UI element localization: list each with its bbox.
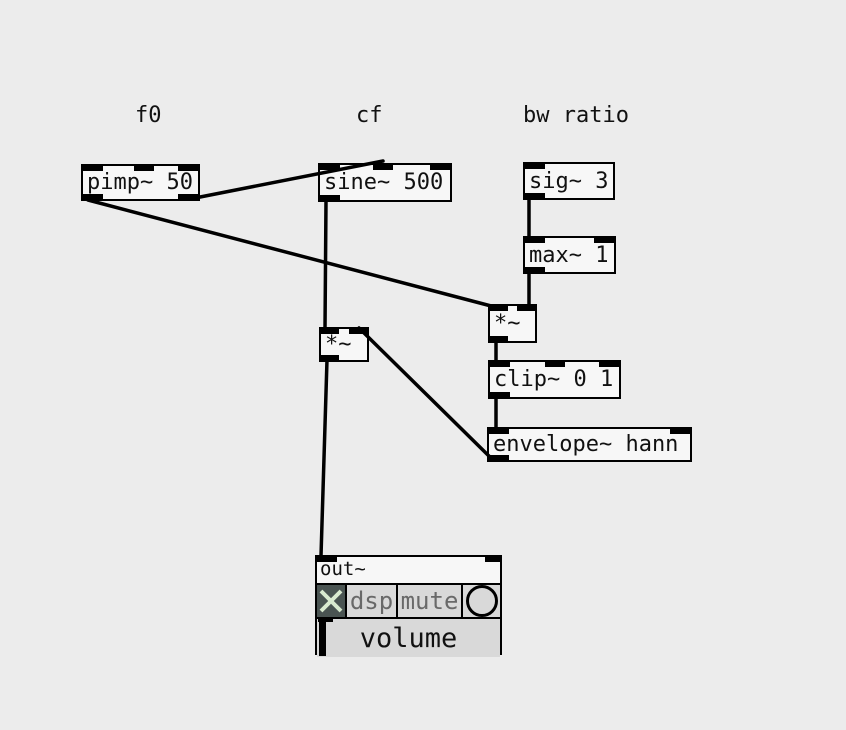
mute-button[interactable]: mute (398, 585, 463, 617)
outlet[interactable] (320, 195, 340, 200)
outlet[interactable] (490, 336, 508, 341)
inlet[interactable] (517, 306, 535, 311)
inlet[interactable] (83, 166, 103, 171)
object-text: clip~ 0 1 (494, 367, 614, 392)
inlet[interactable] (490, 362, 510, 367)
mute-button-label: mute (400, 587, 459, 615)
toggle-x-icon (319, 589, 343, 613)
object-text: max~ 1 (529, 242, 609, 268)
inlet[interactable] (373, 165, 393, 170)
cord-envelope-to-mulleft[interactable] (357, 326, 494, 461)
inlet[interactable] (178, 166, 198, 171)
object-box-envelope[interactable]: envelope~ hann (487, 427, 692, 462)
inlet[interactable] (525, 164, 545, 169)
inlet[interactable] (594, 238, 614, 243)
object-text: *~ (494, 311, 521, 336)
inlet[interactable] (320, 165, 340, 170)
outlet[interactable] (525, 193, 545, 198)
bang-cell (463, 585, 500, 617)
object-text: sig~ 3 (529, 168, 609, 194)
outlet[interactable] (525, 267, 545, 272)
inlet[interactable] (321, 329, 339, 334)
cord-pimp-to-sine[interactable] (188, 159, 385, 201)
cord-sine-to-mulleft[interactable] (323, 199, 328, 331)
inlet[interactable] (430, 165, 450, 170)
out-subpatch-panel[interactable]: out~ dsp mute volume (315, 555, 502, 657)
object-box-clip[interactable]: clip~ 0 1 (488, 360, 621, 399)
object-box-multiply-left[interactable]: *~ (319, 327, 369, 362)
outlet[interactable] (318, 617, 333, 622)
volume-slider[interactable]: volume (317, 619, 500, 657)
cord-mulleft-to-out[interactable] (319, 358, 329, 558)
inlet[interactable] (317, 557, 337, 562)
volume-slider-label: volume (359, 622, 458, 654)
inlet[interactable] (349, 329, 367, 334)
outlet[interactable] (490, 392, 510, 397)
object-box-sig[interactable]: sig~ 3 (523, 162, 615, 200)
object-text: *~ (325, 332, 352, 357)
inlet[interactable] (489, 429, 509, 434)
object-box-sine[interactable]: sine~ 500 (318, 163, 452, 202)
dsp-toggle[interactable] (317, 585, 347, 617)
volume-slider-knob[interactable] (319, 620, 326, 656)
outlet[interactable] (178, 194, 198, 199)
object-text: sine~ 500 (324, 170, 444, 195)
inlet[interactable] (545, 362, 565, 367)
cord-pimp-to-mulright[interactable] (86, 198, 497, 309)
dsp-button[interactable]: dsp (347, 585, 398, 617)
comment-f0: f0 (135, 103, 162, 128)
bang-button[interactable] (465, 585, 498, 617)
object-text: pimp~ 50 (87, 170, 193, 195)
object-box-max[interactable]: max~ 1 (523, 236, 616, 274)
dsp-button-label: dsp (349, 587, 394, 615)
object-box-pimp[interactable]: pimp~ 50 (81, 164, 200, 201)
out-button-row: dsp mute (317, 585, 500, 619)
outlet[interactable] (489, 455, 509, 460)
inlet[interactable] (525, 238, 545, 243)
out-subpatch-title: out~ (317, 557, 500, 585)
inlet[interactable] (134, 166, 154, 171)
inlet[interactable] (670, 429, 690, 434)
inlet[interactable] (490, 306, 508, 311)
outlet[interactable] (321, 355, 339, 360)
object-box-multiply-right[interactable]: *~ (488, 304, 537, 343)
outlet[interactable] (83, 194, 103, 199)
object-text: envelope~ hann (493, 432, 679, 457)
comment-bw-ratio: bw ratio (523, 103, 629, 128)
inlet[interactable] (485, 557, 500, 562)
inlet[interactable] (599, 362, 619, 367)
comment-cf: cf (356, 103, 383, 128)
